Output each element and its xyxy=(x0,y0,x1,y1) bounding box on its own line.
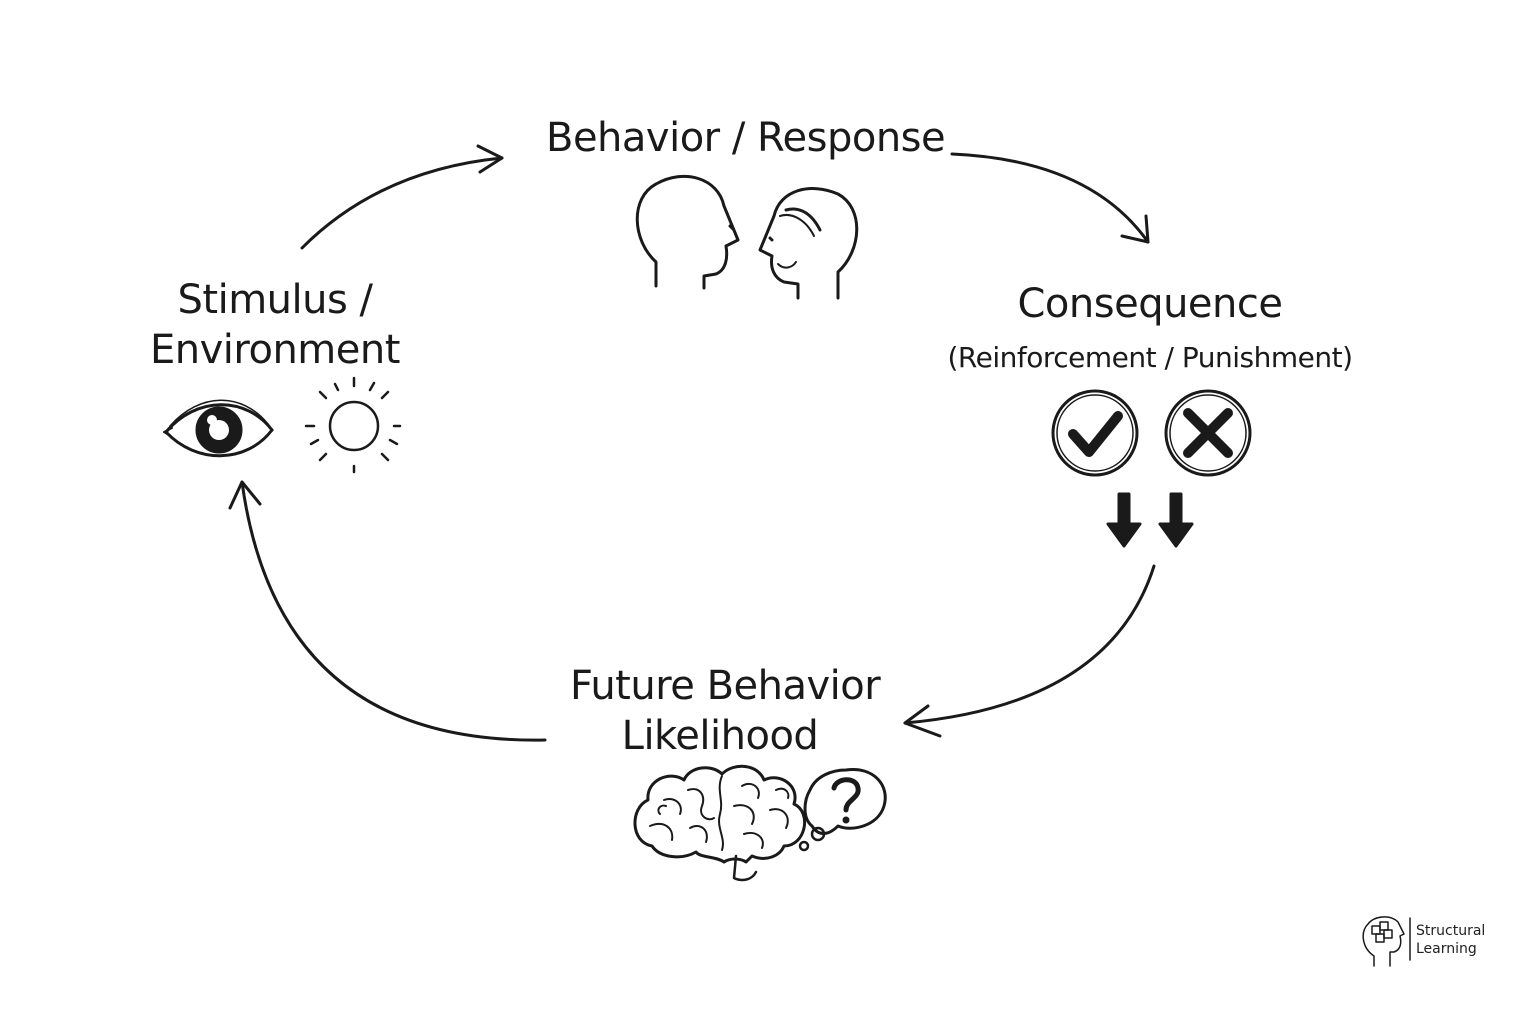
down-arrow-icon xyxy=(1108,494,1140,546)
future-title-line1: Future Behavior xyxy=(570,663,881,709)
arrow-stimulus-to-behavior xyxy=(302,146,502,248)
checkmark-circle-icon xyxy=(1053,391,1137,475)
head-profile-right-icon xyxy=(760,189,857,298)
structural-learning-logo-icon xyxy=(1363,917,1410,966)
x-circle-icon xyxy=(1166,391,1250,475)
consequence-title: Consequence xyxy=(1017,281,1283,327)
sun-icon xyxy=(306,378,400,472)
consequence-subtitle: (Reinforcement / Punishment) xyxy=(947,341,1354,374)
brain-icon xyxy=(635,766,805,880)
future-title-line2: Likelihood xyxy=(621,713,819,759)
logo-text-line2: Learning xyxy=(1416,941,1477,957)
arrow-consequence-to-future xyxy=(905,566,1154,736)
eye-icon xyxy=(164,400,272,456)
stimulus-title-line2: Environment xyxy=(150,327,400,373)
question-thought-bubble-icon xyxy=(800,769,885,850)
behavior-title: Behavior / Response xyxy=(546,115,946,161)
logo-text-line1: Structural xyxy=(1416,923,1486,939)
down-arrow-icon xyxy=(1160,494,1192,546)
stimulus-title-line1: Stimulus / xyxy=(177,277,374,323)
arrow-behavior-to-consequence xyxy=(952,154,1148,242)
head-profile-left-icon xyxy=(637,176,738,288)
arrow-future-to-stimulus xyxy=(230,482,545,740)
